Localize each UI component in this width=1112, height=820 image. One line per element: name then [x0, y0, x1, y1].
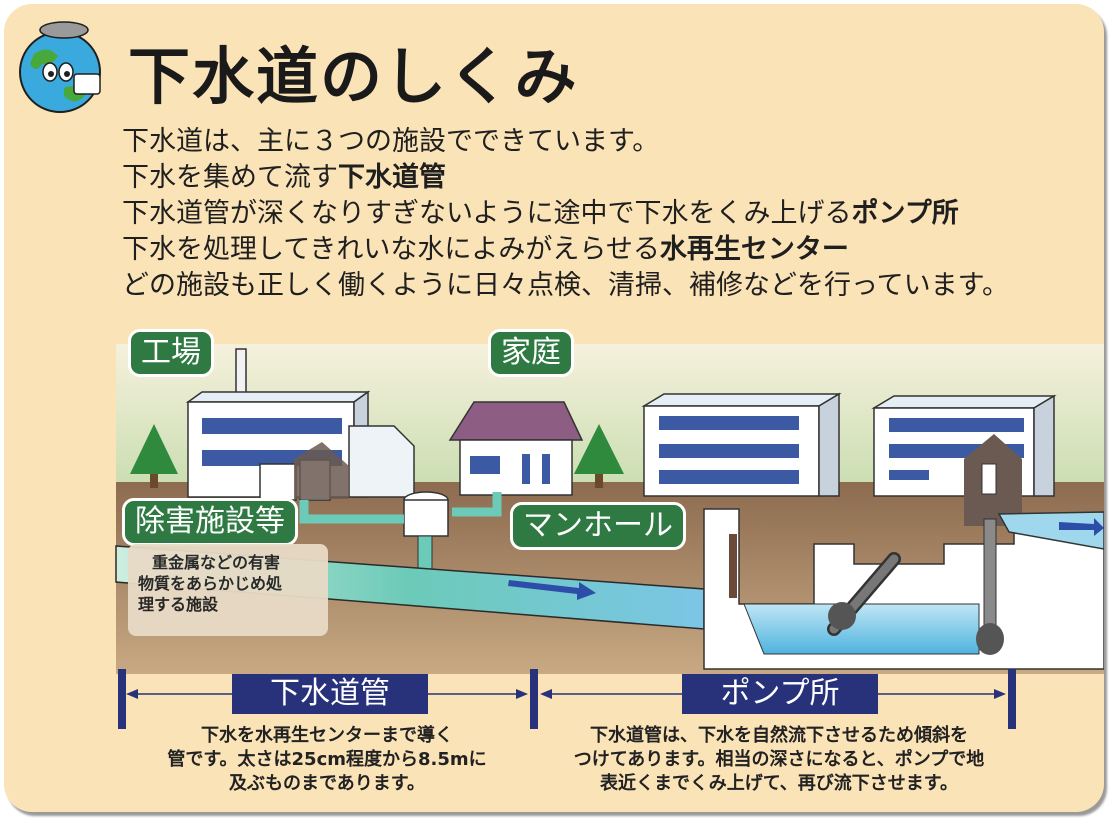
factory-lateral-pipe — [299, 500, 404, 524]
term-pump-station: ポンプ所 — [851, 198, 959, 229]
screen-conveyor — [827, 552, 901, 636]
pump-unit — [964, 434, 1022, 655]
sewer-pipe-description: 下水を水再生センターまで導く 管です。太さは25cm程度から8.5mに 及ぶもの… — [167, 725, 487, 794]
pump-station-description: 下水道管は、下水を自然流下させるため傾斜を つけてあります。相当の深さになると、… — [573, 725, 985, 794]
intro-line-2: 下水を集めて流す下水道管 — [122, 162, 446, 193]
tree-middle — [574, 424, 624, 488]
globe-mascot-icon — [19, 21, 101, 113]
intro-line-5: どの施設も正しく働くように日々点検、清掃、補修などを行っています。 — [122, 270, 1009, 301]
section-label-pump-station: ポンプ所 — [682, 674, 878, 714]
label-manhole: マンホール — [510, 502, 686, 550]
section-label-sewer-pipe: 下水道管 — [232, 674, 428, 714]
manhole-shaft — [403, 491, 449, 571]
label-pretreatment: 除害施設等 — [122, 498, 298, 546]
intro-line-1: 下水道は、主に３つの施設でできています。 — [122, 126, 660, 157]
flow-arrow-1 — [508, 580, 596, 600]
discharge-pipe — [997, 511, 1104, 550]
page-title: 下水道のしくみ — [128, 40, 579, 113]
pretreatment-note: 重金属などの有害 物質をあらかじめ処 理する施設 — [128, 544, 328, 636]
term-sewer-pipe: 下水道管 — [338, 162, 446, 193]
flow-arrow-2 — [1059, 518, 1104, 536]
house — [448, 401, 584, 496]
intro-line-4: 下水を処理してきれいな水によみがえらせる水再生センター — [122, 234, 849, 265]
term-water-reclamation-center: 水再生センター — [659, 234, 849, 265]
intro-text: 下水道は、主に３つの施設でできています。 下水を集めて流す下水道管 下水道管が深… — [122, 124, 1009, 304]
pump-station-structure — [703, 434, 1104, 670]
sewer-scene-illustration — [19, 21, 1104, 729]
diagram-panel: 下水道のしくみ 下水道は、主に３つの施設でできています。 下水を集めて流す下水道… — [4, 4, 1104, 812]
house-lateral-pipe — [452, 492, 502, 517]
label-factory: 工場 — [128, 329, 214, 377]
intro-line-3: 下水道管が深くなりすぎないように途中で下水をくみ上げるポンプ所 — [122, 198, 959, 229]
tree-left — [130, 424, 178, 488]
label-home: 家庭 — [488, 329, 574, 377]
